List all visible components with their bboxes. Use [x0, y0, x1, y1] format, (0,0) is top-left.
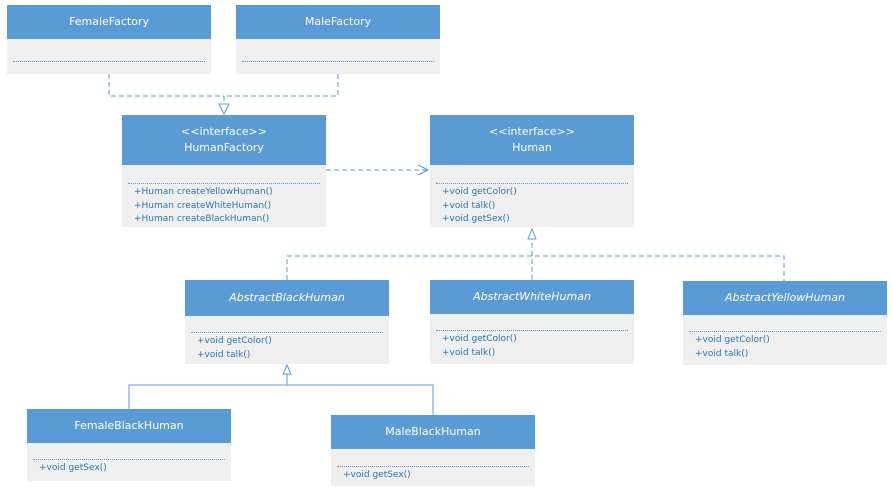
class-header: <<interface>> HumanFactory: [122, 115, 326, 165]
abstract-white-human-class[interactable]: AbstractWhiteHuman +void getColor() +voi…: [430, 280, 634, 364]
male-factory-class[interactable]: MaleFactory: [236, 5, 440, 74]
class-name: AbstractWhiteHuman: [473, 290, 591, 303]
class-header: AbstractBlackHuman: [185, 280, 389, 316]
method-list: +Human createYellowHuman() +Human create…: [122, 184, 326, 227]
human-factory-interface[interactable]: <<interface>> HumanFactory +Human create…: [122, 115, 326, 227]
class-name: FemaleBlackHuman: [74, 419, 184, 432]
abstract-realization-lines: [286, 239, 785, 281]
dependency-arrowhead: [417, 164, 430, 176]
method: +void getSex(): [442, 214, 510, 224]
class-name: MaleBlackHuman: [385, 425, 481, 438]
method: +Human createBlackHuman(): [134, 214, 270, 224]
class-name: AbstractYellowHuman: [725, 291, 845, 304]
class-name: Human: [512, 141, 552, 154]
class-header: AbstractWhiteHuman: [430, 280, 634, 314]
method: +void getSex(): [39, 463, 107, 473]
interface-stereotype: <<interface>>: [489, 125, 575, 138]
male-factory-realization-line: [223, 74, 339, 104]
method: +void getSex(): [343, 470, 411, 480]
class-name: FemaleFactory: [69, 15, 149, 28]
female-black-human-class[interactable]: FemaleBlackHuman +void getSex(): [27, 409, 231, 481]
class-header: <<interface>> Human: [430, 115, 634, 165]
class-name: HumanFactory: [184, 141, 264, 154]
method: +void getColor(): [442, 334, 517, 344]
method-list: +void getColor() +void talk(): [185, 333, 389, 362]
method: +void talk(): [442, 200, 496, 211]
method: +Human createYellowHuman(): [134, 187, 273, 197]
class-header: FemaleBlackHuman: [27, 409, 231, 443]
realization-arrowhead: [218, 103, 230, 116]
abstract-yellow-human-class[interactable]: AbstractYellowHuman +void getColor() +vo…: [683, 281, 887, 365]
method: +void talk(): [442, 347, 496, 358]
female-factory-realization-line: [108, 74, 224, 97]
inheritance-arrowhead: [282, 363, 292, 375]
abstract-black-human-class[interactable]: AbstractBlackHuman +void getColor() +voi…: [185, 280, 389, 364]
attribute-separator: [337, 466, 529, 467]
female-factory-class[interactable]: FemaleFactory: [7, 5, 211, 74]
method: +void getColor(): [695, 335, 770, 345]
attribute-separator: [436, 183, 628, 184]
method-list: +void getSex(): [331, 467, 535, 483]
attribute-separator: [242, 61, 434, 62]
attribute-separator: [33, 459, 225, 460]
class-header: MaleBlackHuman: [331, 415, 535, 449]
class-header: FemaleFactory: [7, 5, 211, 39]
attribute-separator: [13, 61, 205, 62]
method: +void getColor(): [442, 187, 517, 197]
interface-stereotype: <<interface>>: [181, 125, 267, 138]
method-list: +void getSex(): [27, 460, 231, 476]
attribute-separator: [689, 331, 881, 332]
method-list: +void getColor() +void talk() +void getS…: [430, 184, 634, 227]
method: +void getColor(): [197, 336, 272, 346]
attribute-separator: [128, 183, 320, 184]
attribute-separator: [191, 332, 383, 333]
attribute-separator: [436, 330, 628, 331]
method-list: +void getColor() +void talk(): [683, 332, 887, 361]
class-header: AbstractYellowHuman: [683, 281, 887, 315]
class-name: AbstractBlackHuman: [229, 291, 345, 304]
method-list: +void getColor() +void talk(): [430, 331, 634, 360]
method: +Human createWhiteHuman(): [134, 200, 272, 211]
class-name: MaleFactory: [304, 15, 372, 28]
male-black-human-class[interactable]: MaleBlackHuman +void getSex(): [331, 415, 535, 486]
human-realization-arrowhead: [527, 227, 537, 240]
class-header: MaleFactory: [236, 5, 440, 39]
human-interface[interactable]: <<interface>> Human +void getColor() +vo…: [430, 115, 634, 227]
method: +void talk(): [695, 348, 749, 359]
method: +void talk(): [197, 349, 251, 360]
